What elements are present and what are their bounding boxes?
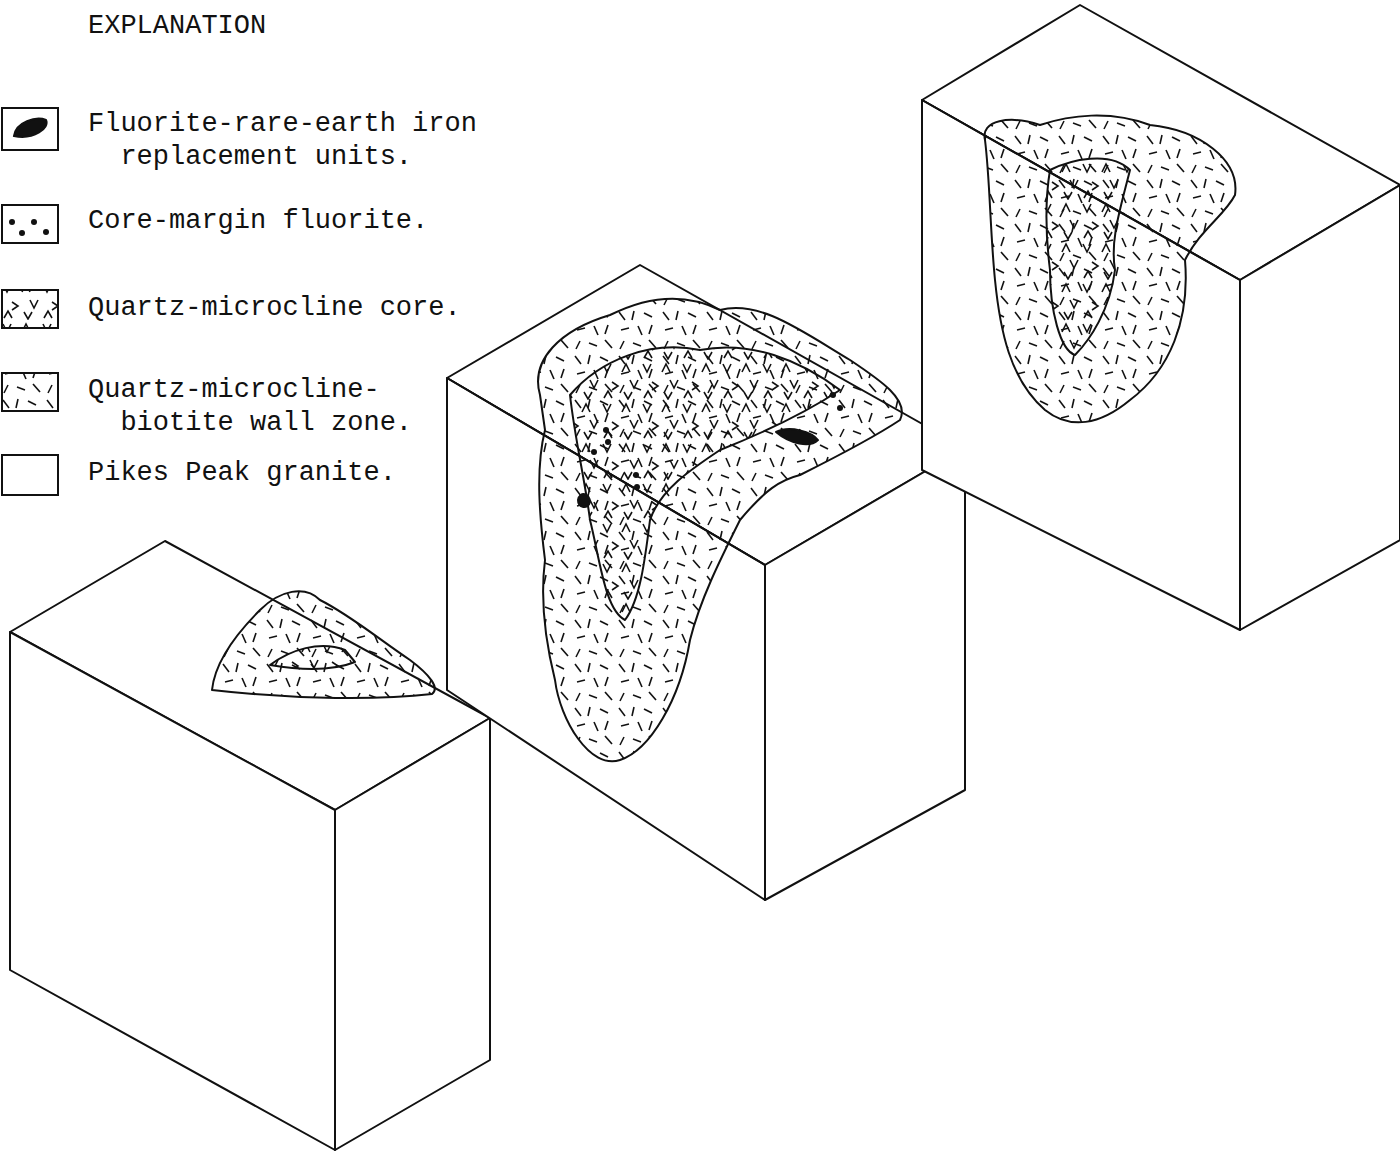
legend-text: Quartz-microcline core. [88,292,482,325]
legend-text: Quartz-microcline-biotite wall zone. [88,374,482,440]
block-intermediate-stage [447,265,965,900]
legend-heading: EXPLANATION [88,10,266,43]
legend-swatches [2,108,58,495]
block-early-stage [10,541,490,1150]
block-late-stage [922,5,1400,630]
legend-text: Core-margin fluorite. [88,205,482,238]
legend-text: Pikes Peak granite. [88,457,482,490]
legend-text: Fluorite-rare-earth iron replacement uni… [88,108,482,174]
